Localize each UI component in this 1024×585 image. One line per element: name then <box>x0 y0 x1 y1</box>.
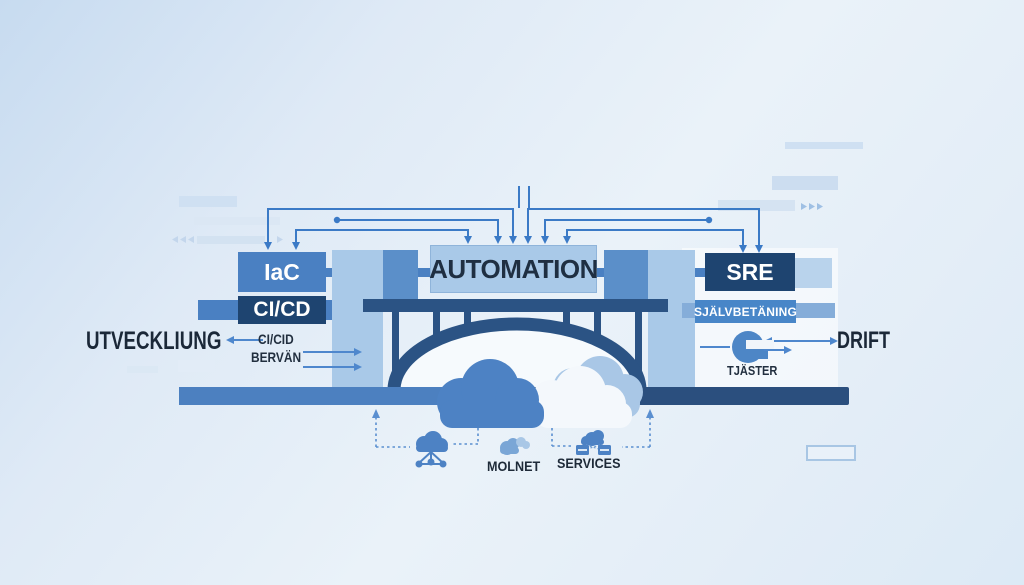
dashed-arrowheads <box>372 409 654 418</box>
decor-outline-box <box>806 445 856 461</box>
clouds <box>437 356 643 428</box>
main-cloud <box>437 359 544 428</box>
connector-stub <box>418 268 430 277</box>
decor-bar <box>197 236 265 244</box>
molnet-label: MOLNET <box>487 458 541 474</box>
sjalvbetaning-box: SJÄLVBETÄNING <box>693 300 798 323</box>
iac-label: IaC <box>264 258 300 285</box>
white-cloud <box>530 366 632 428</box>
sjalvbetaning-label: SJÄLVBETÄNING <box>693 304 798 319</box>
sre-side-bar <box>795 258 832 288</box>
network-cloud-icon <box>415 431 448 468</box>
left-side-label: UTVECKLIUNG <box>86 327 222 355</box>
tjaster-label: TJÄSTER <box>727 363 778 378</box>
decor-bar <box>785 142 863 149</box>
decor-bar <box>772 176 838 190</box>
automation-box: AUTOMATION <box>429 245 598 293</box>
services-label: SERVICES <box>557 455 621 471</box>
arrowheads <box>264 216 763 253</box>
service-ring-icon <box>732 331 774 363</box>
decor-bar <box>127 366 158 373</box>
connector-stub <box>597 268 604 277</box>
bridge-posts <box>392 311 642 383</box>
cicd-box: CI/CD <box>238 296 326 324</box>
decor-bar <box>718 200 795 211</box>
cloud-servers-icon <box>576 430 611 455</box>
small-clouds-icon <box>500 437 530 455</box>
decor-bar <box>178 360 215 372</box>
dashed-connectors <box>375 414 651 448</box>
sre-box: SRE <box>705 253 795 291</box>
decor-bar <box>194 217 280 225</box>
chevrons-right-icon <box>801 203 823 210</box>
decor-bar <box>179 196 237 207</box>
connector-stub <box>695 268 705 277</box>
right-tower-light <box>648 250 695 388</box>
chevrons-left-icon <box>172 236 283 243</box>
bervan-label: BERVÄN <box>251 349 302 365</box>
cicid-label: CI/CID <box>258 331 294 347</box>
bridge-beam <box>363 299 668 312</box>
sre-label: SRE <box>726 258 774 285</box>
automation-label: AUTOMATION <box>429 253 598 284</box>
cicd-label: CI/CD <box>253 298 311 321</box>
iac-box: IaC <box>238 252 326 292</box>
connector-stub <box>326 268 332 277</box>
arrow-network <box>267 186 760 250</box>
bridge-arch <box>387 317 647 391</box>
right-side-label: DRIFT <box>837 327 890 354</box>
side-arrows <box>230 339 830 368</box>
